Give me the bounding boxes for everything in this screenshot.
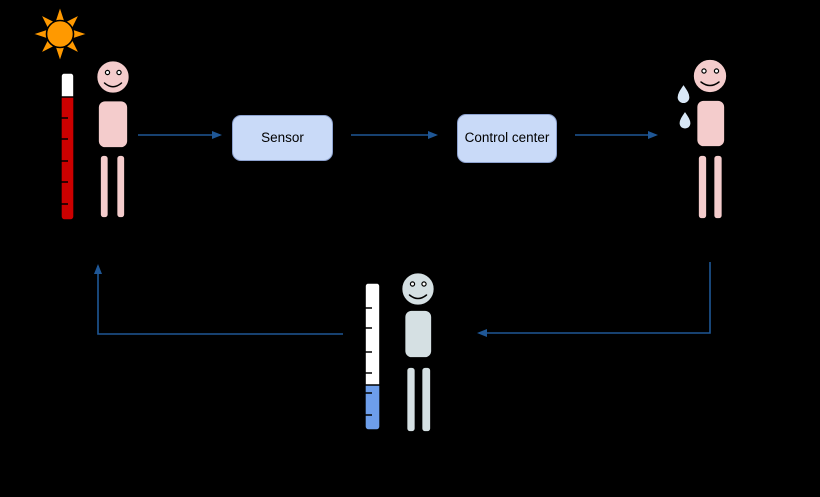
droplet-icon: [678, 109, 692, 130]
person-leg: [99, 154, 110, 219]
person-eye: [104, 69, 111, 76]
thermometer-high-fill: [60, 96, 75, 221]
person-smile: [700, 81, 720, 87]
person-eye: [421, 281, 427, 287]
person-head: [95, 59, 131, 95]
person-eye: [701, 68, 707, 74]
person-eye: [713, 68, 720, 74]
person-head: [692, 58, 728, 94]
person-leg: [115, 154, 126, 219]
sensor-label: Sensor: [261, 129, 304, 145]
person-cooled-icon: [400, 271, 436, 433]
person-body: [97, 99, 129, 149]
person-sweating-icon: [676, 58, 728, 220]
person-hot-icon: [95, 59, 131, 219]
arrow-effector-to-cooled: [477, 262, 711, 337]
thermometer-tick-marks: [61, 117, 68, 205]
thermometer-low-icon: [364, 282, 381, 431]
control-center-node: Control center: [457, 114, 557, 163]
sun-icon: [31, 5, 89, 63]
person-leg: [712, 154, 724, 220]
sweat-droplets-icon: [676, 82, 692, 130]
flow-arrows: [94, 131, 711, 337]
person-leg: [697, 154, 708, 220]
person-eye: [116, 69, 122, 76]
person-leg: [405, 366, 417, 433]
control-center-label: Control center: [464, 130, 550, 146]
sun-core: [45, 19, 75, 49]
thermometer-high-icon: [60, 72, 75, 221]
person-leg: [420, 366, 432, 433]
droplet-icon: [676, 82, 691, 105]
sensor-node: Sensor: [232, 115, 333, 161]
arrow-return-to-start: [94, 264, 343, 335]
person-body: [695, 99, 726, 148]
person-smile: [408, 294, 428, 300]
person-eye: [409, 281, 416, 287]
person-head: [400, 271, 436, 307]
person-smile: [103, 82, 123, 88]
thermometer-low-fill: [364, 384, 381, 431]
person-body: [403, 309, 433, 359]
thermometer-tick-marks: [365, 307, 372, 416]
